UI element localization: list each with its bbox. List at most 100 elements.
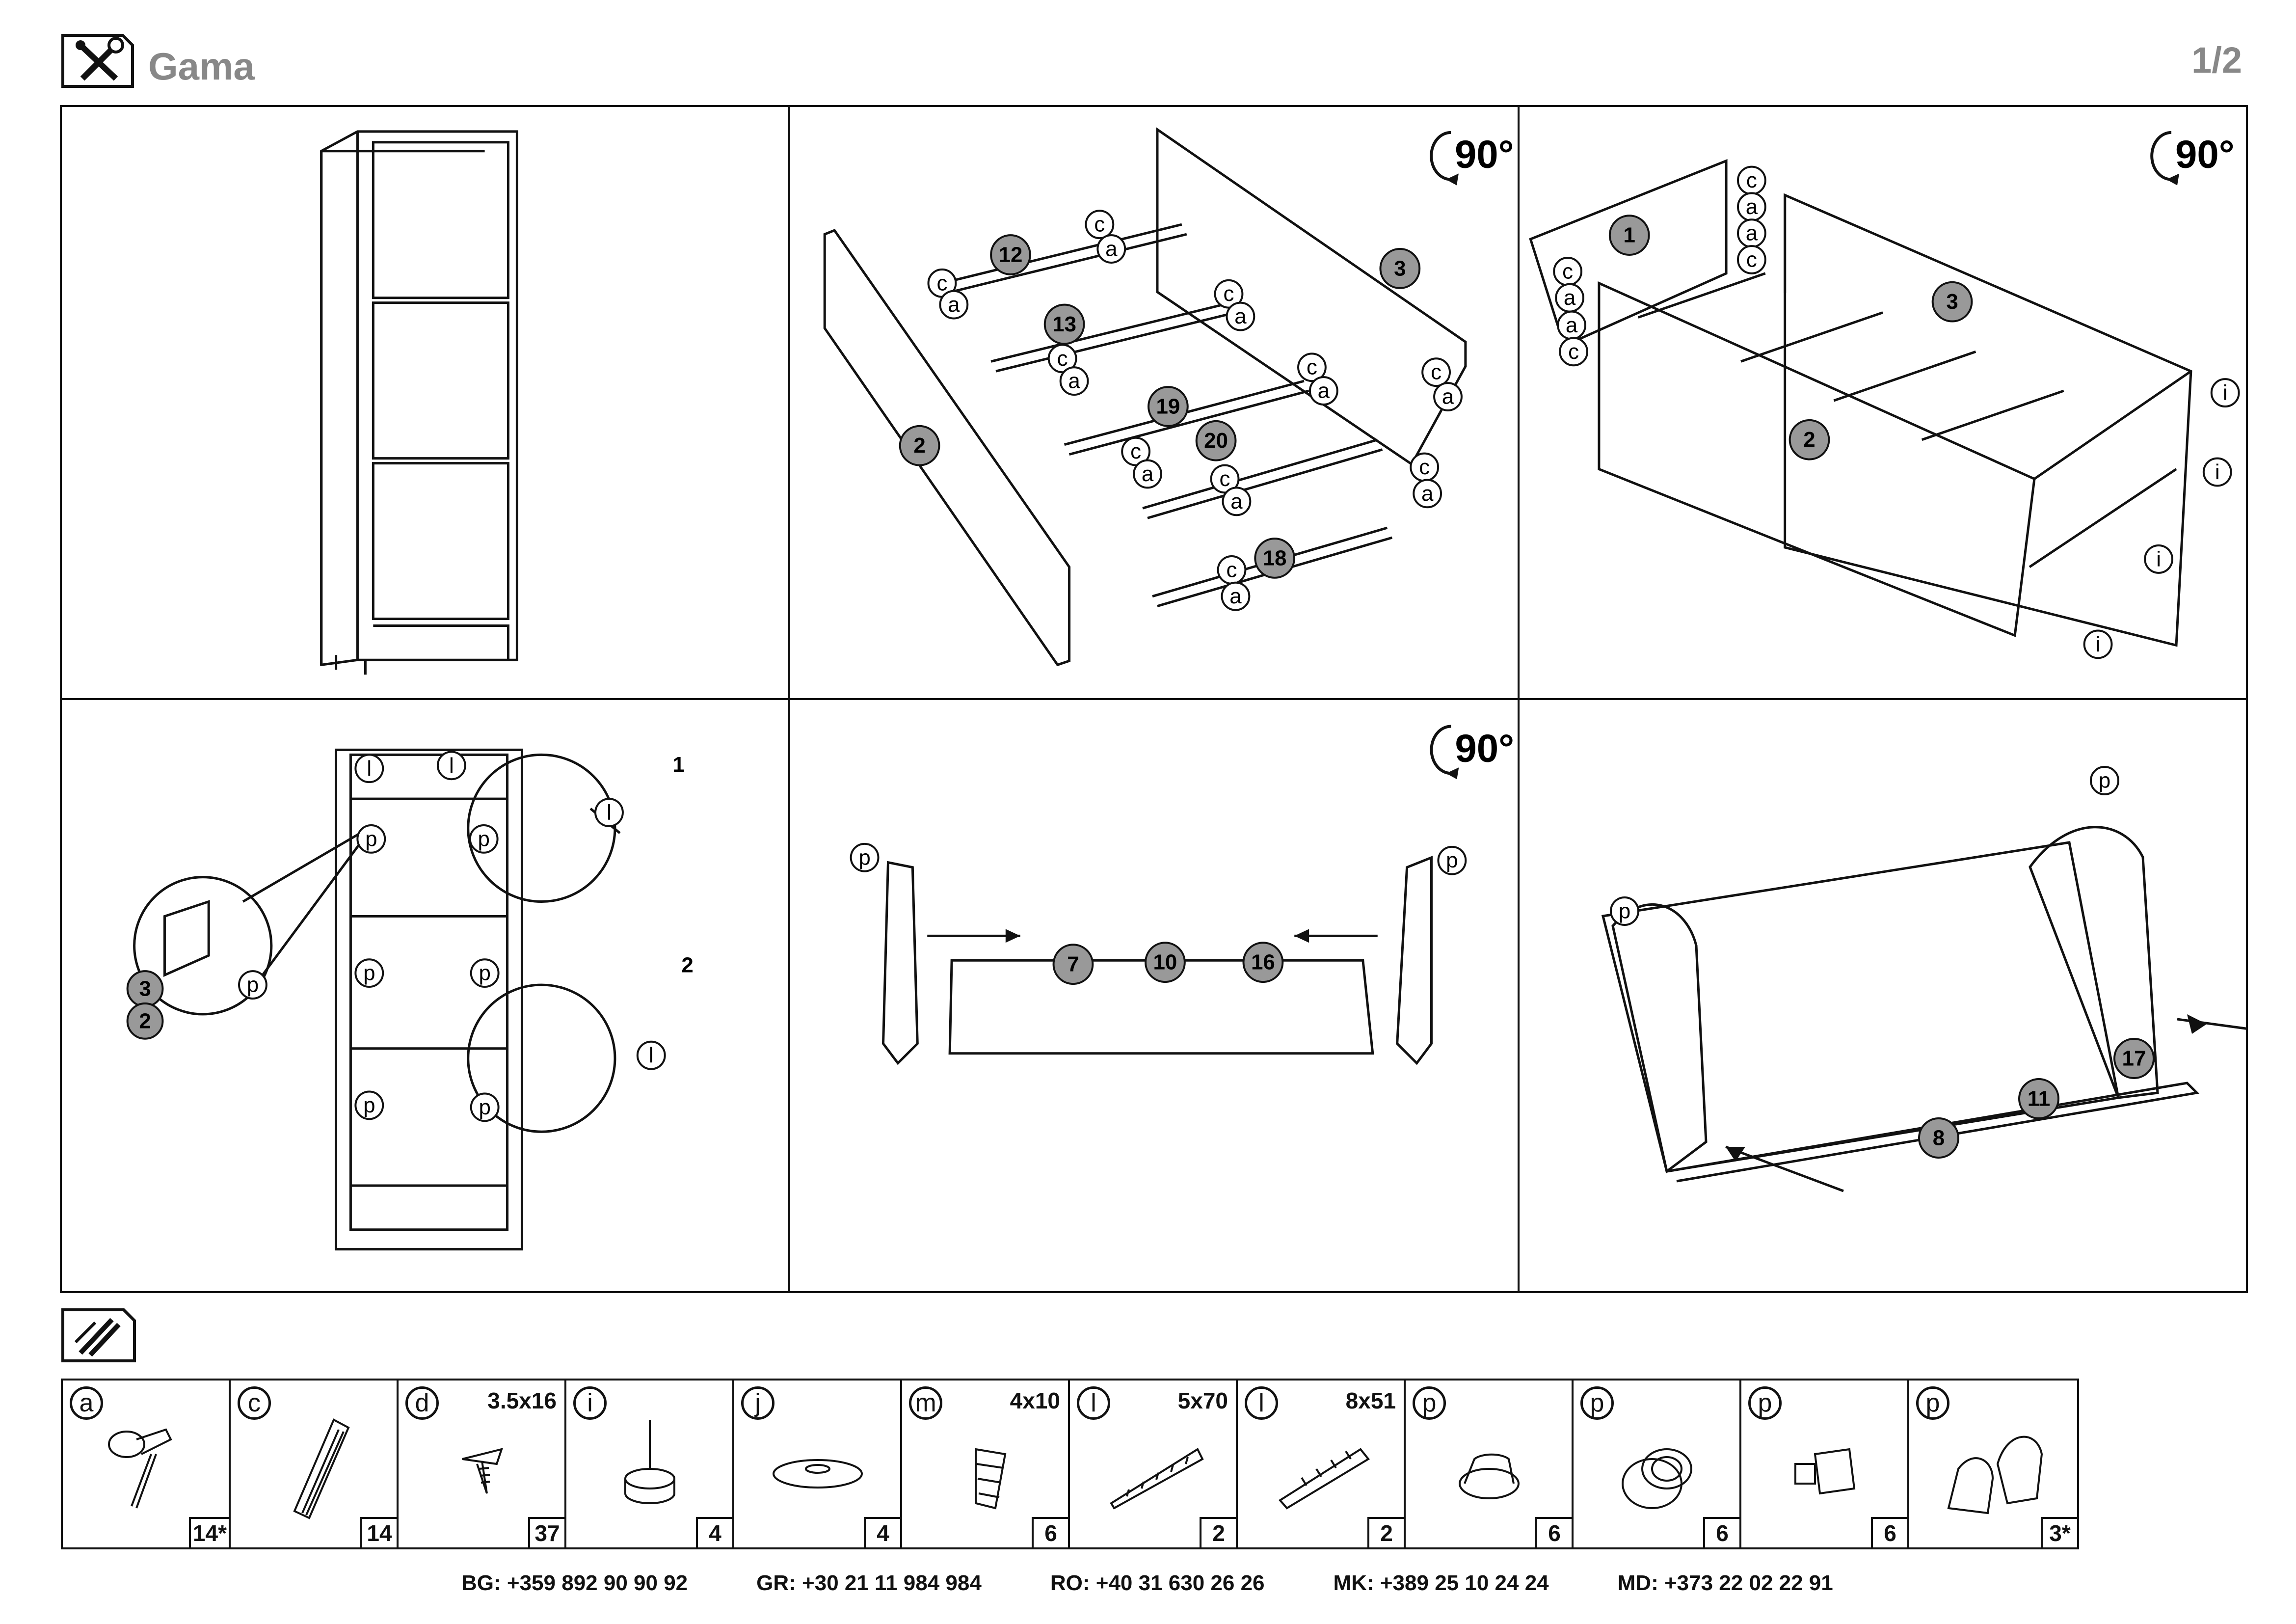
svg-text:3: 3	[139, 977, 151, 1001]
svg-text:a: a	[1746, 195, 1758, 219]
bumper-icon	[1459, 1453, 1520, 1499]
svg-text:c: c	[1562, 259, 1573, 283]
long-screw-icon	[1110, 1448, 1204, 1510]
step-3-carcass-assembly: 90° 1 3 2 c a a c c a a c i i i i	[1520, 107, 2248, 700]
part-a-cam-bolt: a 14*	[63, 1380, 231, 1547]
part-l-long-screw: l 5x70 2	[1070, 1380, 1238, 1547]
part-3-marker: 3	[1379, 248, 1421, 289]
svg-text:a: a	[1234, 304, 1247, 328]
wall-plug-icon	[1278, 1448, 1370, 1510]
svg-text:c: c	[1130, 439, 1141, 463]
part-size: 8x51	[1345, 1388, 1396, 1413]
part-p-hinge-stop: p 6	[1741, 1380, 1909, 1547]
svg-text:3: 3	[1946, 290, 1958, 314]
svg-text:a: a	[1230, 489, 1243, 514]
part-17-marker: 17	[2113, 1038, 2155, 1079]
wooden-dowel-icon	[293, 1418, 350, 1519]
svg-text:p: p	[1619, 899, 1630, 923]
connector-markers: p p	[850, 842, 1467, 875]
bushing-icon	[1622, 1448, 1692, 1509]
svg-text:c: c	[1220, 467, 1230, 491]
svg-text:12: 12	[999, 243, 1023, 267]
svg-text:c: c	[1746, 247, 1757, 271]
svg-text:1: 1	[1624, 223, 1635, 247]
part-3-marker: 3	[1931, 281, 1973, 323]
svg-text:l: l	[367, 757, 372, 781]
cam-lock-icon	[108, 1428, 172, 1509]
rotation-label: 90°	[2175, 133, 2235, 176]
svg-text:i: i	[2096, 632, 2101, 656]
part-size: 5x70	[1177, 1388, 1228, 1413]
svg-text:2: 2	[1803, 428, 1815, 452]
svg-text:a: a	[1068, 369, 1080, 393]
svg-text:c: c	[1057, 347, 1068, 371]
contact-phone-list: BG: +359 892 90 90 92 GR: +30 21 11 984 …	[461, 1571, 1833, 1596]
svg-text:p: p	[858, 845, 870, 869]
part-quantity: 14	[360, 1517, 397, 1547]
part-2-marker: 2	[899, 425, 940, 466]
parts-list: a 14* c 14 d 3.5x16 37 i 4 j 4 m 4x10 6 …	[61, 1379, 2079, 1549]
svg-text:a: a	[1105, 237, 1118, 261]
part-2-marker: 2	[1789, 419, 1830, 460]
part-quantity: 14*	[188, 1517, 229, 1547]
cover-cap-icon	[773, 1459, 863, 1489]
svg-text:11: 11	[2028, 1087, 2051, 1111]
contact-bg: BG: +359 892 90 90 92	[461, 1571, 688, 1595]
part-quantity: 2	[1367, 1517, 1404, 1547]
part-3-marker: 3	[126, 970, 164, 1007]
svg-text:a: a	[1566, 313, 1578, 337]
part-13-marker: 13	[1043, 303, 1085, 345]
svg-text:p: p	[363, 1093, 375, 1117]
part-number-markers: 3 2	[126, 970, 164, 1040]
part-size: 3.5x16	[487, 1388, 557, 1413]
part-quantity: 6	[1032, 1517, 1068, 1547]
svg-text:i: i	[2156, 547, 2161, 571]
rotation-label: 90°	[1455, 726, 1514, 770]
step-4-drawing: 1 2 3 2 l l l l p p p p p p p	[126, 748, 694, 1251]
step-5-drawing: 90° 7 10 16 p p	[850, 725, 1514, 1065]
svg-text:p: p	[247, 973, 259, 997]
part-letter: j	[741, 1386, 774, 1420]
part-8-marker: 8	[1918, 1117, 1959, 1159]
svg-text:i: i	[2223, 381, 2228, 405]
part-number-markers: 17 11 8	[1918, 1038, 2155, 1159]
euro-screw-icon	[975, 1448, 1007, 1510]
tools-icon	[61, 34, 134, 88]
svg-text:7: 7	[1067, 952, 1079, 976]
part-quantity: 3*	[2041, 1517, 2077, 1547]
detail-1-label: 1	[672, 753, 684, 777]
step-2-frame-assembly: 90° 12 13 19 20 18 2 3 c a c a c a c a c	[790, 107, 1520, 700]
rotation-label: 90°	[1455, 133, 1514, 176]
part-2-marker: 2	[126, 1002, 164, 1040]
step-4-hinge-fitting: 1 2 3 2 l l l l p p p p p p p	[62, 700, 790, 1293]
step-5-flap-assembly: 90° 7 10 16 p p	[790, 700, 1520, 1293]
svg-text:p: p	[479, 961, 490, 985]
svg-text:i: i	[2215, 460, 2220, 484]
svg-text:3: 3	[1394, 256, 1406, 280]
part-quantity: 6	[1703, 1517, 1739, 1547]
part-number-markers: 1 3 2	[1608, 215, 1973, 460]
part-l-wall-plug: l 8x51 2	[1238, 1380, 1406, 1547]
part-number-markers: 12 13 19 20 18 2 3	[899, 234, 1421, 579]
part-10-marker: 10	[1145, 942, 1186, 983]
svg-text:l: l	[607, 801, 612, 825]
svg-text:2: 2	[913, 433, 925, 458]
document-title: Gama	[148, 45, 255, 88]
part-letter: l	[1077, 1386, 1110, 1420]
part-p-bumper-1: p 6	[1406, 1380, 1574, 1547]
part-size: 4x10	[1010, 1388, 1060, 1413]
svg-text:20: 20	[1204, 429, 1228, 453]
assembly-steps-grid: 90° 12 13 19 20 18 2 3 c a c a c a c a c	[60, 105, 2248, 1293]
svg-text:10: 10	[1153, 950, 1177, 974]
part-quantity: 2	[1200, 1517, 1236, 1547]
svg-text:p: p	[478, 827, 489, 851]
svg-text:c: c	[1094, 213, 1105, 237]
flap-hinge-icon	[1947, 1435, 2043, 1515]
svg-text:19: 19	[1156, 394, 1180, 418]
part-18-marker: 18	[1254, 538, 1296, 579]
step-6-drawing: 17 11 8 p p	[1601, 766, 2248, 1192]
hardware-parts-icon	[61, 1308, 136, 1362]
svg-text:c: c	[936, 271, 947, 295]
page-number: 1/2	[2191, 40, 2242, 81]
part-quantity: 4	[864, 1517, 900, 1547]
